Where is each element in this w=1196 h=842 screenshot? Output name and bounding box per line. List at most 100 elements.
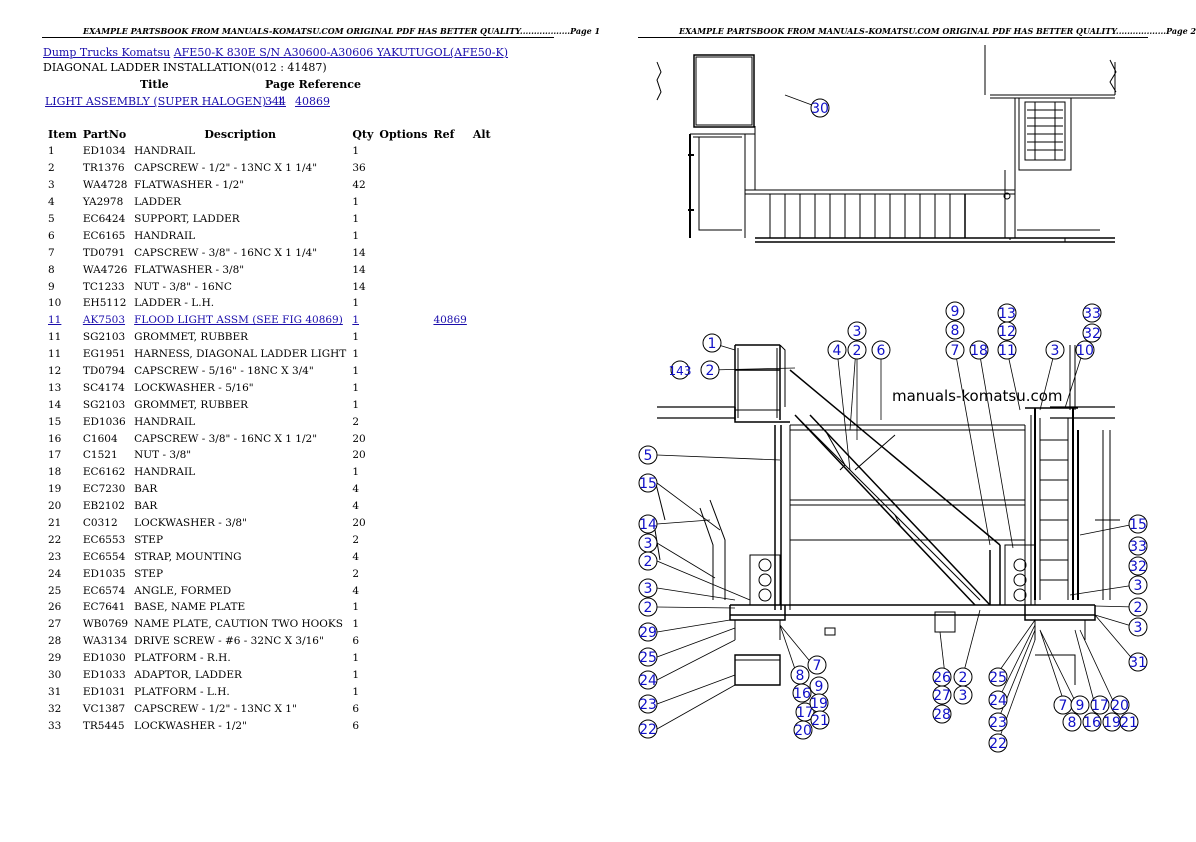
cell-alt <box>470 211 496 228</box>
cell-item: 14 <box>48 398 62 411</box>
cell-description: NAME PLATE, CAUTION TWO HOOKS <box>134 618 343 631</box>
callout-bubble: 3 <box>1128 617 1148 637</box>
callout-circle <box>1082 303 1102 323</box>
callout-number: 19 <box>1103 715 1121 731</box>
cell-alt <box>470 650 496 667</box>
cell-item: 24 <box>48 567 62 580</box>
cell-qty: 6 <box>352 635 359 648</box>
reference-number[interactable]: 40869 <box>295 95 330 108</box>
cell-description: LOCKWASHER - 5/16" <box>134 381 254 394</box>
reference-number-link[interactable]: 40869 <box>295 95 330 108</box>
callout-number: 23 <box>989 715 1007 731</box>
callout-number: 3 <box>1051 343 1060 359</box>
reference-title-link[interactable]: LIGHT ASSEMBLY (SUPER HALOGEN) - 1 <box>45 95 284 108</box>
callout-circle <box>988 712 1008 732</box>
cell-options <box>376 684 430 701</box>
cell-description: LADDER <box>134 196 182 209</box>
callout-number: 23 <box>639 697 657 713</box>
callout-bubble: 20 <box>793 720 813 740</box>
callout-bubble: 16 <box>1082 712 1102 732</box>
cell-alt <box>470 177 496 194</box>
callout-bubble: 15 <box>1128 514 1148 534</box>
cell-ref <box>430 430 469 447</box>
row-link-description[interactable]: FLOOD LIGHT ASSM (SEE FIG 40869) <box>134 314 343 327</box>
cell-partno: AK7503 <box>80 312 131 329</box>
row-link-item[interactable]: 11 <box>48 314 62 327</box>
callout-circle <box>1128 556 1148 576</box>
cell-item: 1 <box>48 145 55 158</box>
cell-item: 26 <box>48 601 62 614</box>
callout-number: 9 <box>951 304 960 320</box>
cell-partno: YA2978 <box>82 196 124 209</box>
callout-number: 3 <box>853 324 862 340</box>
cell-item: 11 <box>48 331 62 344</box>
callout-bubble: 29 <box>638 622 658 642</box>
callout-bubble: 11 <box>997 340 1017 360</box>
cell-description: HANDRAIL <box>134 466 196 479</box>
cell-description: CAPSCREW - 3/8" - 16NC X 1 1/2" <box>134 432 318 445</box>
cell-partno: EC6574 <box>82 584 126 597</box>
cell-description: FLATWASHER - 1/2" <box>134 179 245 192</box>
callout-circle <box>1128 617 1148 637</box>
callout-bubble: 23 <box>638 694 658 714</box>
cell-ref <box>430 143 469 160</box>
cell-options <box>376 194 430 211</box>
cell-item: 2 <box>48 162 55 175</box>
cell-alt <box>470 599 496 616</box>
cell-qty: 1 <box>349 312 376 329</box>
callout-circle <box>1128 575 1148 595</box>
cell-item: 16 <box>48 432 62 445</box>
callout-bubble: 1 <box>702 333 722 353</box>
reference-page[interactable]: 344 <box>265 95 286 108</box>
col-partno: PartNo <box>82 128 127 141</box>
callout-circle <box>1119 712 1139 732</box>
row-link-partno[interactable]: AK7503 <box>82 314 126 327</box>
callout-number: 19 <box>810 696 828 712</box>
cell-qty: 20 <box>352 432 366 445</box>
table-row[interactable]: 11 AK7503 FLOOD LIGHT ASSM (SEE FIG 40869)… <box>45 312 496 329</box>
cell-qty: 1 <box>352 229 359 242</box>
callout-number: 10 <box>1076 343 1094 359</box>
callout-number: 3 <box>1134 620 1143 636</box>
callout-number: 26 <box>933 670 951 686</box>
cell-options <box>376 312 430 329</box>
cell-ref <box>430 667 469 684</box>
cell-partno: C1604 <box>82 432 118 445</box>
callout-number: 2 <box>644 554 653 570</box>
cell-qty: 4 <box>352 584 359 597</box>
callout-number: 4 <box>833 343 842 359</box>
reference-page-link[interactable]: 344 <box>265 95 286 108</box>
cell-qty: 1 <box>352 331 359 344</box>
cell-description: FLOOD LIGHT ASSM (SEE FIG 40869) <box>131 312 349 329</box>
cell-ref <box>430 346 469 363</box>
callout-circle <box>847 340 867 360</box>
cell-partno: TC1233 <box>82 280 125 293</box>
callout-bubble: 26 <box>932 667 952 687</box>
reference-title[interactable]: LIGHT ASSEMBLY (SUPER HALOGEN) - 1 <box>45 95 285 108</box>
cell-partno: EC6162 <box>82 466 126 479</box>
breadcrumb-root-link[interactable]: Dump Trucks Komatsu <box>43 46 171 59</box>
cell-ref <box>430 261 469 278</box>
cell-item: 28 <box>48 635 62 648</box>
cell-item: 10 <box>48 297 62 310</box>
cell-options <box>376 160 430 177</box>
cell-alt <box>470 278 496 295</box>
cell-alt <box>470 413 496 430</box>
breadcrumb-model-link[interactable]: AFE50-K 830E S/N A30600-A30606 YAKUTUGOL… <box>173 46 509 59</box>
callout-circle <box>638 670 658 690</box>
callout-number: 14 <box>639 517 657 533</box>
row-link-qty[interactable]: 1 <box>352 314 359 327</box>
callout-number: 11 <box>998 343 1016 359</box>
row-link-ref[interactable]: 40869 <box>433 314 467 327</box>
